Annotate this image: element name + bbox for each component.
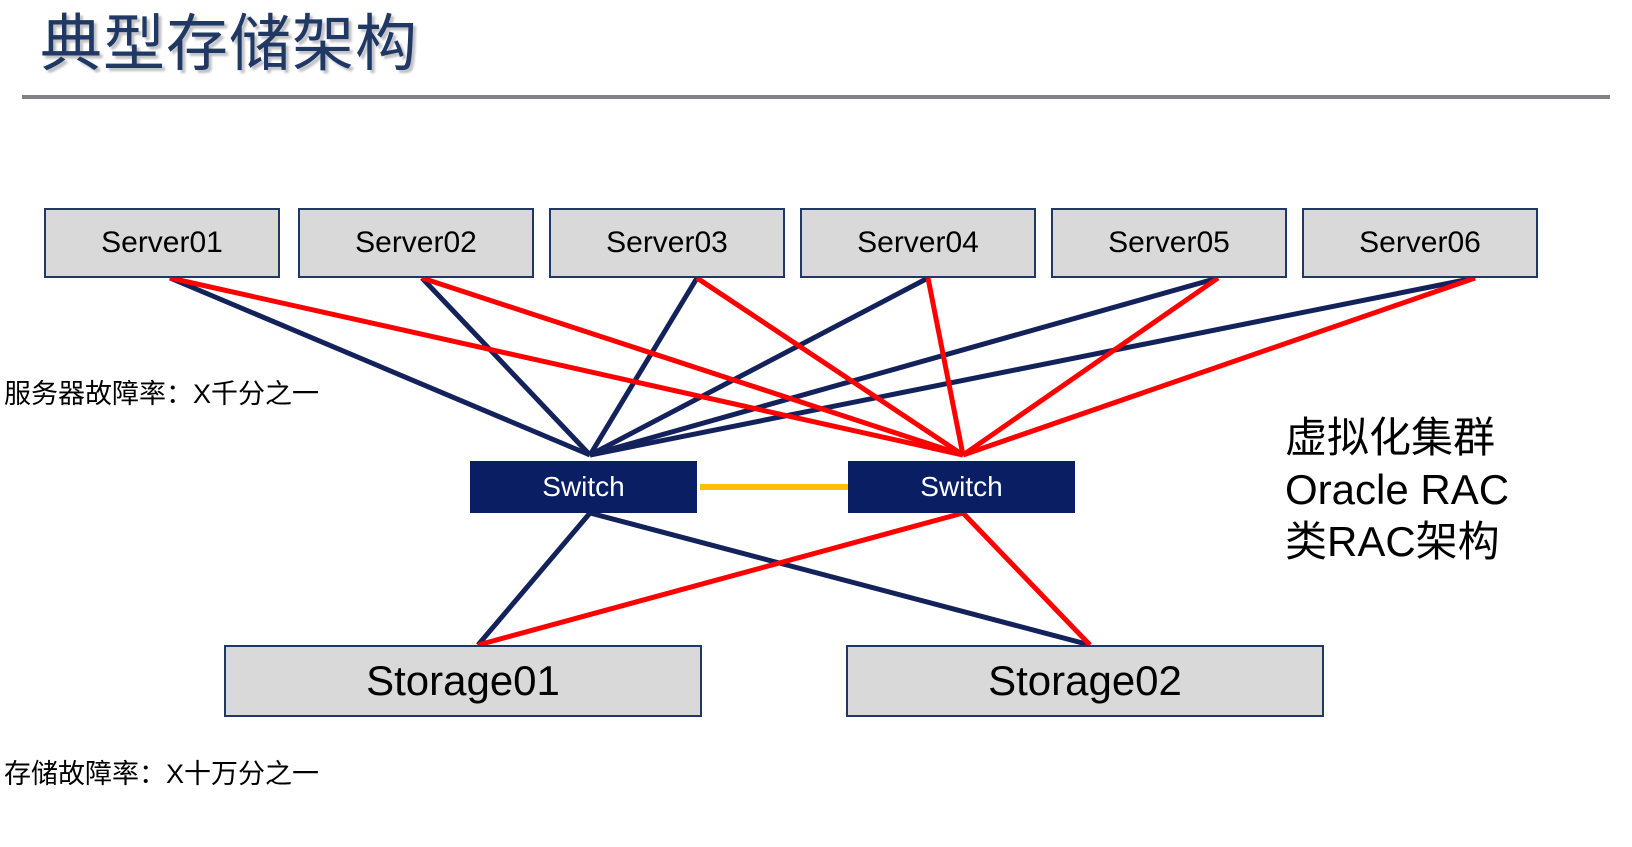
server-box-label: Server06	[1359, 226, 1481, 259]
link-server4-switch1	[588, 275, 930, 458]
link-server1-switch1	[169, 275, 591, 458]
storage-box-1[interactable]: Storage01	[224, 645, 702, 717]
server-box-label: Server01	[101, 226, 223, 259]
link-server5-switch2	[961, 275, 1220, 458]
link-server3-switch1	[587, 276, 700, 457]
server-box-1[interactable]: Server01	[44, 208, 280, 278]
link-server2-switch1	[420, 276, 592, 457]
cluster-note-line-2: Oracle RAC	[1285, 466, 1510, 513]
server-box-2[interactable]: Server02	[298, 208, 534, 278]
switch-to-storage-links	[476, 510, 1092, 648]
storage-box-2[interactable]: Storage02	[846, 645, 1324, 717]
cluster-note-line-3: 类RAC架构	[1285, 518, 1500, 565]
switch-box-2[interactable]: Switch	[848, 461, 1075, 513]
link-server2-switch2	[421, 275, 964, 458]
server-box-label: Server05	[1108, 226, 1230, 259]
server-box-label: Server04	[857, 226, 979, 259]
server-box-5[interactable]: Server05	[1051, 208, 1287, 278]
cluster-note: 虚拟化集群 Oracle RAC 类RAC架构	[1285, 412, 1509, 568]
server-failure-rate-label: 服务器故障率：X千分之一	[4, 379, 320, 409]
server-box-6[interactable]: Server06	[1302, 208, 1538, 278]
cluster-note-line-1: 虚拟化集群	[1285, 414, 1496, 461]
title-divider	[22, 95, 1610, 99]
server-box-label: Server02	[355, 226, 477, 259]
link-server6-switch1	[589, 275, 1476, 458]
link-server3-switch2	[695, 275, 965, 458]
storage-box-label: Storage01	[366, 657, 560, 704]
page-title: 典型存储架构	[40, 10, 419, 79]
storage-box-label: Storage02	[988, 657, 1182, 704]
server-to-switch01-links	[169, 275, 1476, 458]
server-box-3[interactable]: Server03	[549, 208, 785, 278]
link-switch1-storage2	[589, 510, 1091, 648]
link-server4-switch2	[925, 277, 966, 456]
switch-box-label: Switch	[542, 471, 625, 502]
link-server5-switch1	[589, 275, 1219, 458]
link-switch2-storage1	[477, 510, 964, 648]
link-server1-switch2	[169, 275, 964, 458]
server-box-4[interactable]: Server04	[800, 208, 1036, 278]
switch-box-label: Switch	[920, 471, 1003, 502]
link-server6-switch2	[962, 275, 1476, 458]
server-box-label: Server03	[606, 226, 728, 259]
switch-box-1[interactable]: Switch	[470, 461, 697, 513]
storage-failure-rate-label: 存储故障率：X十万分之一	[4, 759, 320, 789]
link-switch1-storage1	[476, 511, 592, 647]
server-to-switch02-links	[169, 275, 1476, 458]
link-switch2-storage2	[961, 511, 1092, 647]
